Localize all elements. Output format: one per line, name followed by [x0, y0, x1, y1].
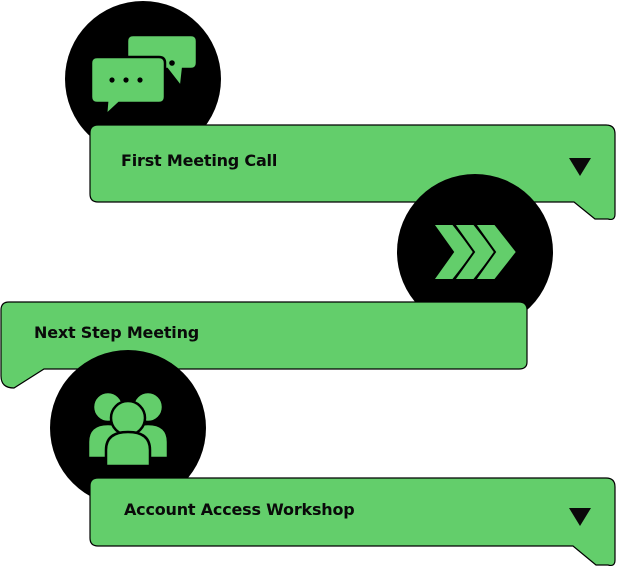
step-1-label: First Meeting Call [121, 151, 278, 170]
chat-bubbles-icon [89, 33, 199, 119]
chevron-down-icon[interactable] [569, 158, 591, 176]
step-2-card[interactable]: Next Step Meeting [1, 302, 527, 369]
step-2-label: Next Step Meeting [34, 323, 200, 342]
step-3-label: Account Access Workshop [124, 500, 355, 519]
step-3-card[interactable]: Account Access Workshop [90, 478, 615, 546]
users-group-icon [86, 390, 170, 468]
chevron-down-icon[interactable] [569, 508, 591, 526]
chevrons-right-icon [431, 223, 519, 281]
step-1-card[interactable]: First Meeting Call [90, 125, 615, 202]
